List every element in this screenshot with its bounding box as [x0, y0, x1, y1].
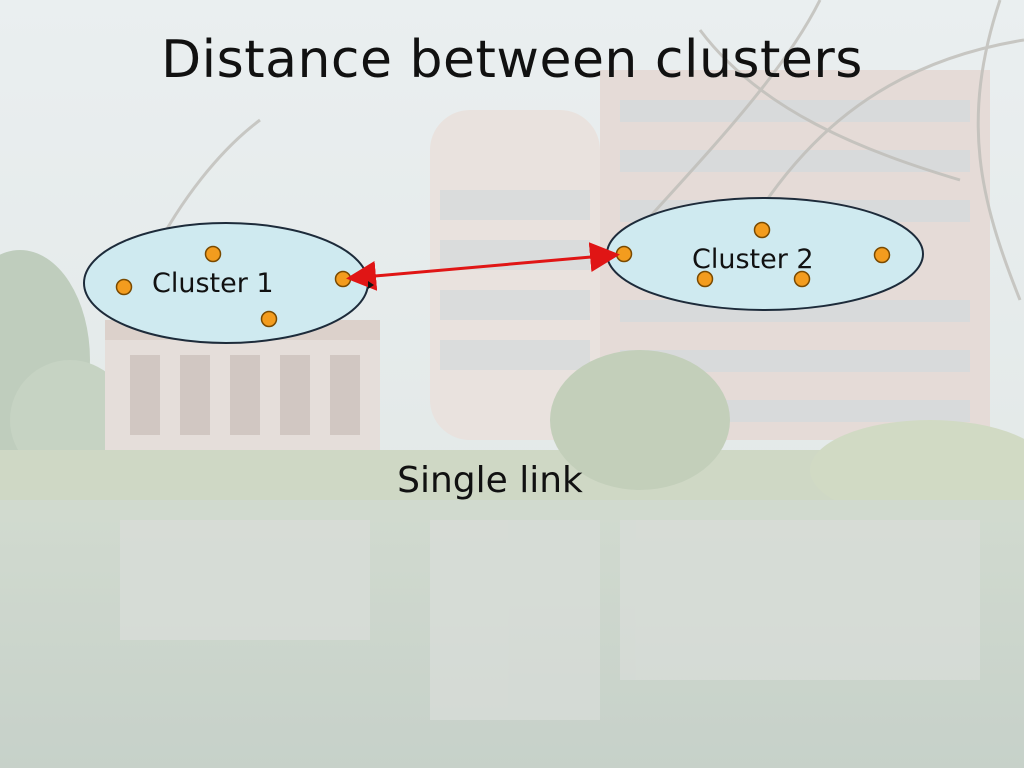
cluster-1-label: Cluster 1: [152, 268, 274, 299]
cluster-2-point: [696, 270, 714, 288]
arrow-tip-mark: [368, 281, 374, 289]
single-link-caption: Single link: [397, 460, 583, 501]
cluster-1-point: [204, 245, 222, 263]
cluster-2-point: [873, 246, 891, 264]
cluster-1: Cluster 1: [83, 222, 369, 344]
cluster-2-point: [793, 270, 811, 288]
cluster-1-point: [260, 310, 278, 328]
cluster-2-label: Cluster 2: [692, 244, 814, 275]
cluster-1-point: [115, 278, 133, 296]
cluster-2-point: [753, 221, 771, 239]
single-link-arrow: [346, 242, 620, 291]
cluster-2-point: [615, 245, 633, 263]
cluster-2: Cluster 2: [606, 197, 924, 311]
slide-title: Distance between clusters: [161, 30, 863, 90]
cluster-1-point: [334, 270, 352, 288]
